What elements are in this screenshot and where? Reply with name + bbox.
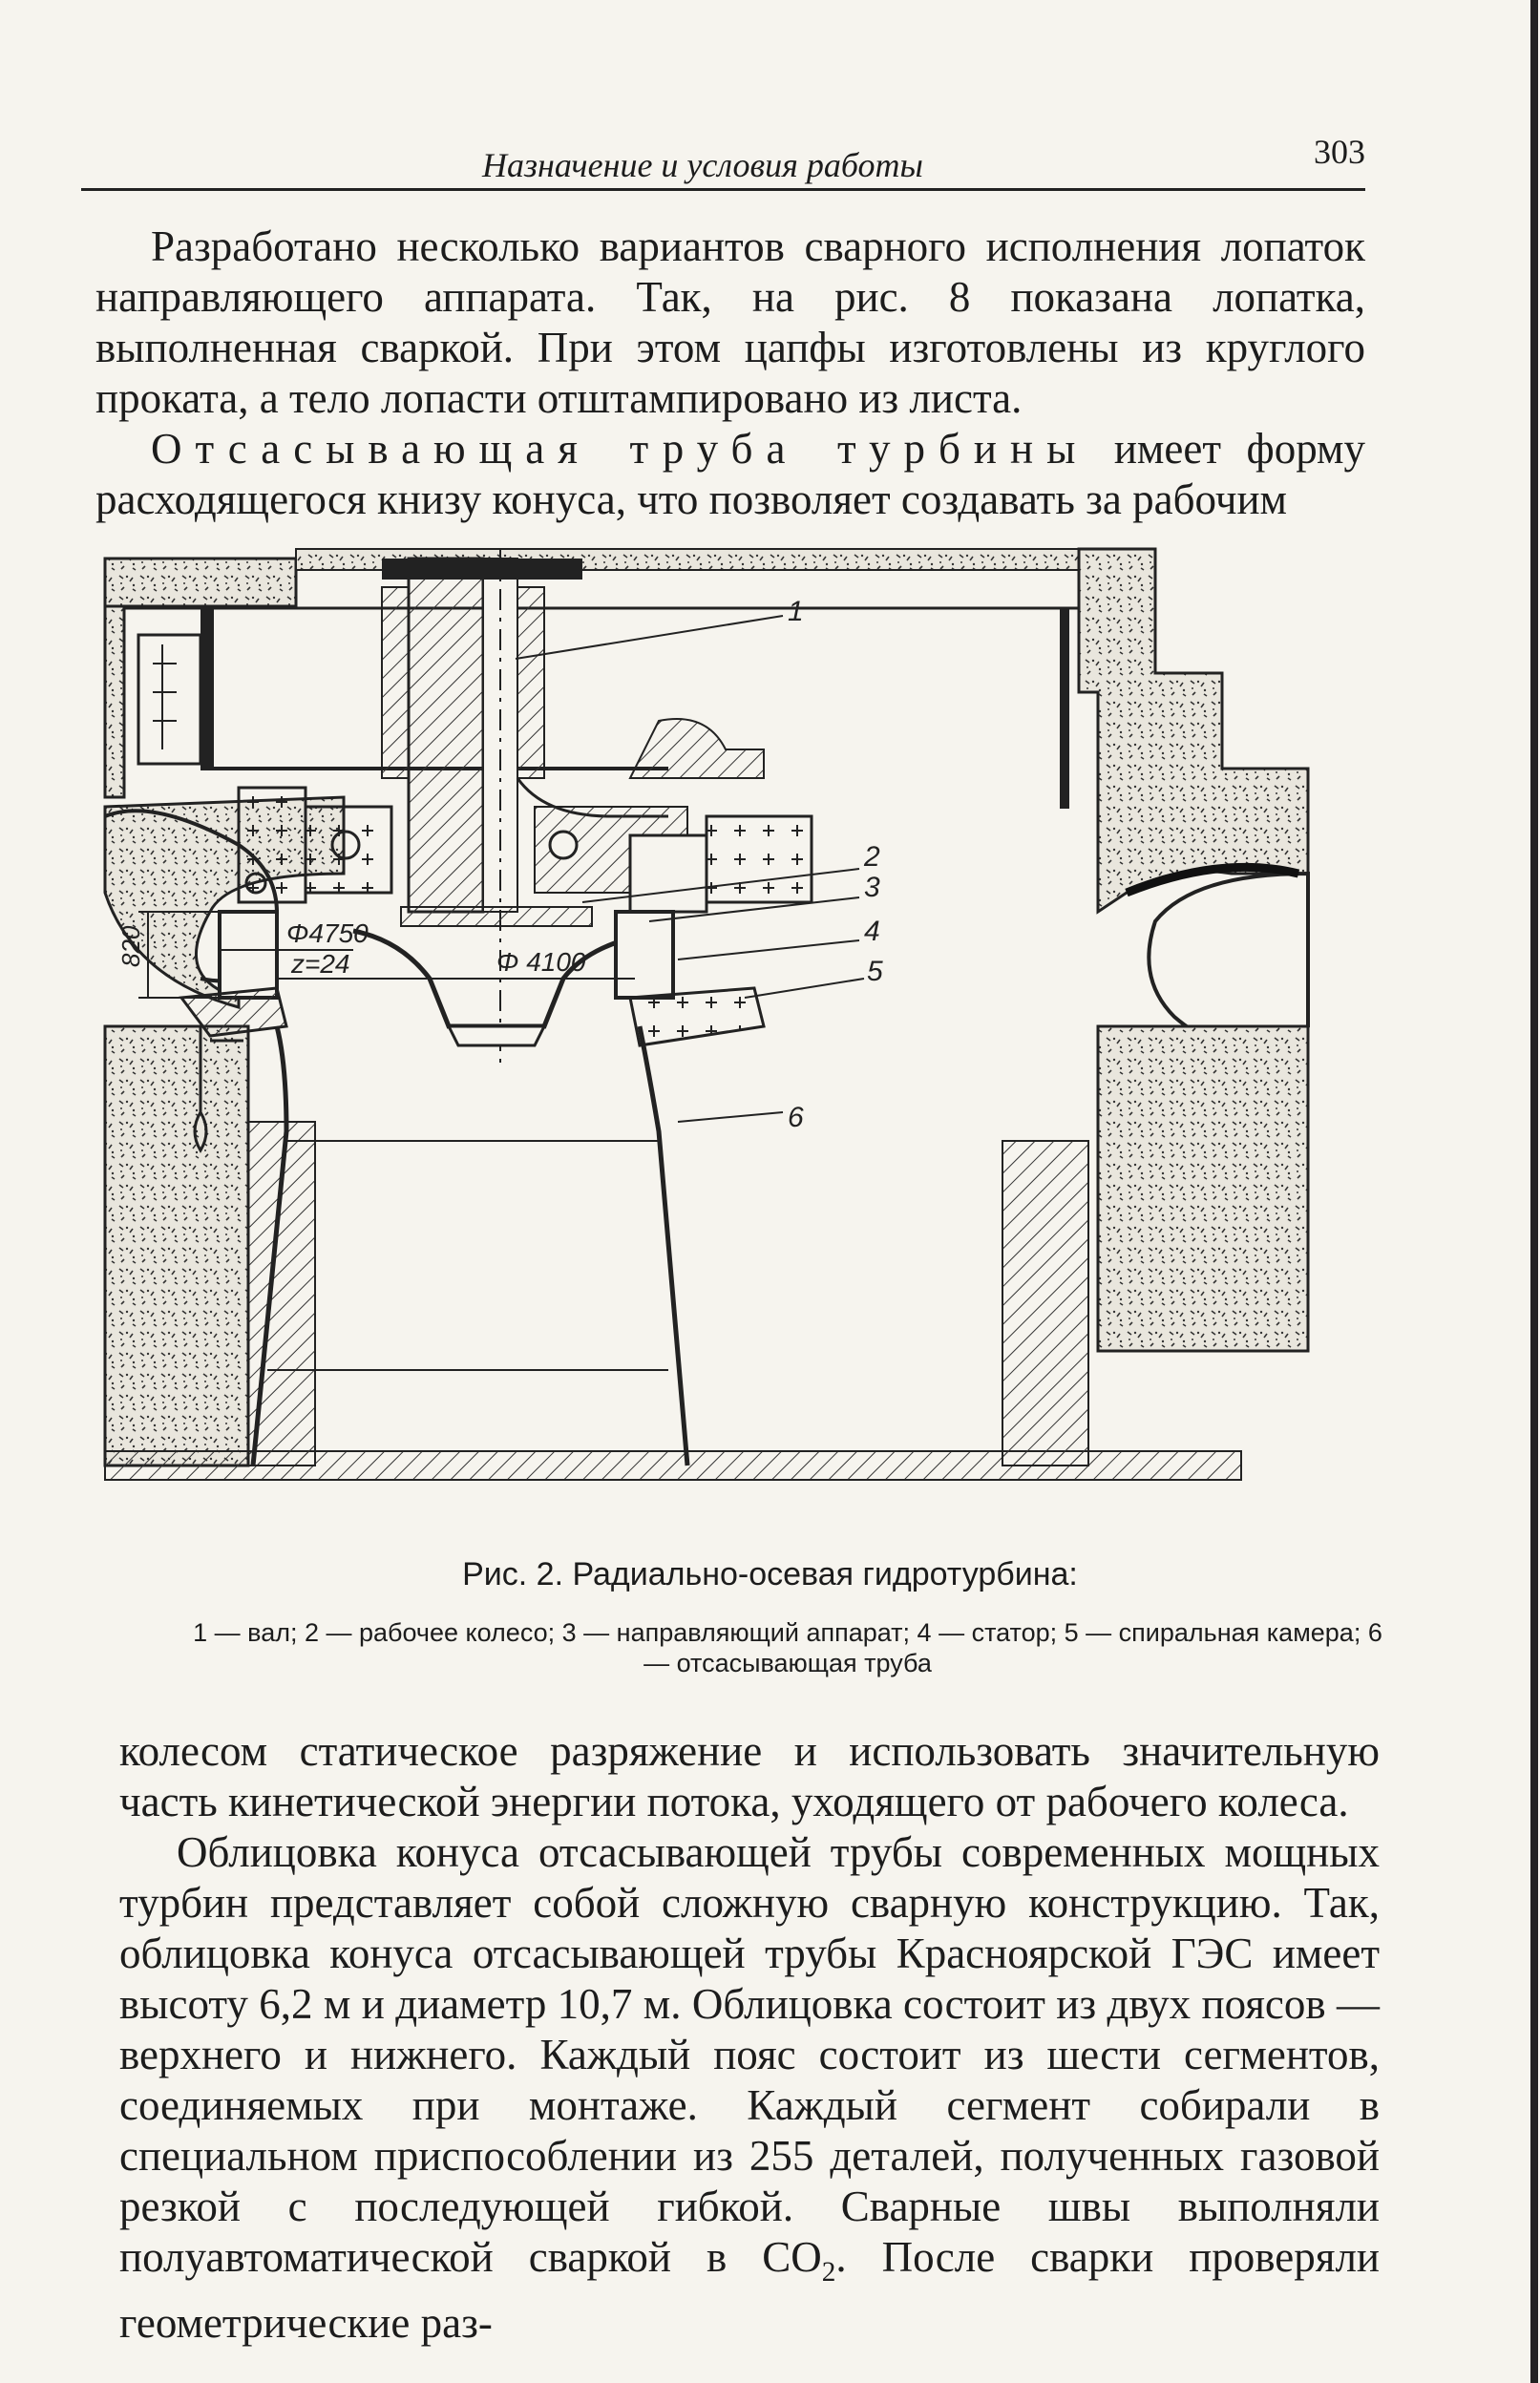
concrete-right-block [1077,547,1310,915]
spiral-case-right [1125,862,1310,1050]
turbine-figure: 820 Φ4750 z=24 Φ 4100 1 2 3 4 [95,530,1394,1542]
page-header: Назначение и условия работы 303 [81,132,1365,191]
left-column [200,608,214,770]
figure-caption-title: Рис. 2. Радиально-осевая гидротурбина: [462,1556,1078,1592]
figure-caption-legend: 1 — вал; 2 — рабочее колесо; 3 — направл… [193,1618,1382,1677]
spaced-term: Отсасывающая труба турбины [151,425,1089,473]
stator-right [628,986,766,1047]
co2-subscript: 2 [821,2257,836,2288]
header-rule [81,188,1365,191]
guide-vane-left [218,910,279,1000]
dim-diam2-label: Φ 4100 [496,947,586,977]
dimension-height: 820 [116,911,220,999]
callout-2: 2 [863,841,880,873]
callout-6: 6 [788,1102,804,1133]
dimension-diameters: Φ4750 z=24 Φ 4100 [220,918,635,980]
servomotor-left [237,786,393,904]
dim-diam1-label: Φ4750 [286,918,369,948]
guide-bearing [381,586,668,818]
page-number: 303 [1314,133,1365,171]
paragraph-4-main: Облицовка конуса отсасывающей трубы совр… [119,1828,1380,2281]
runner-wheel [352,906,669,1047]
callout-5: 5 [867,956,883,987]
callout-3: 3 [864,872,880,903]
callout-4: 4 [864,916,880,947]
anchor-bolt [193,1026,243,1153]
paragraph-2: Отсасывающая труба турбины имеет форму р… [95,424,1365,525]
turbine-drawing: 820 Φ4750 z=24 Φ 4100 1 2 3 4 [103,547,1310,1481]
dim-z-label: z=24 [290,949,350,979]
paragraph-3: колесом статическое разряжение и использ… [119,1727,1380,1825]
paragraph-4: Облицовка конуса отсасывающей трубы совр… [119,1827,1380,2349]
foundation-bottom [103,1024,1310,1481]
paragraph-2-rest: имеет форму расходящегося книзу конуса, … [95,425,1365,523]
paragraph-1: Разработано несколько вариантов сварного… [95,222,1365,422]
servomotor-right [534,718,813,914]
right-column [1060,608,1069,809]
turbine-shaft [382,549,582,1065]
running-title: Назначение и условия работы [482,146,923,184]
control-cabinet [137,633,202,766]
guide-vane-right [614,910,675,1000]
stator-left [179,986,288,1038]
callout-leaders [515,615,865,1123]
page-edge-line [1530,0,1538,2383]
dim-height-label: 820 [116,925,145,967]
paragraph-4-end: . После сварки проверяли геометрические … [119,2233,1380,2347]
callout-1: 1 [788,596,804,627]
draft-tube-cone [250,1025,690,1466]
concrete-left-upper [103,557,298,799]
